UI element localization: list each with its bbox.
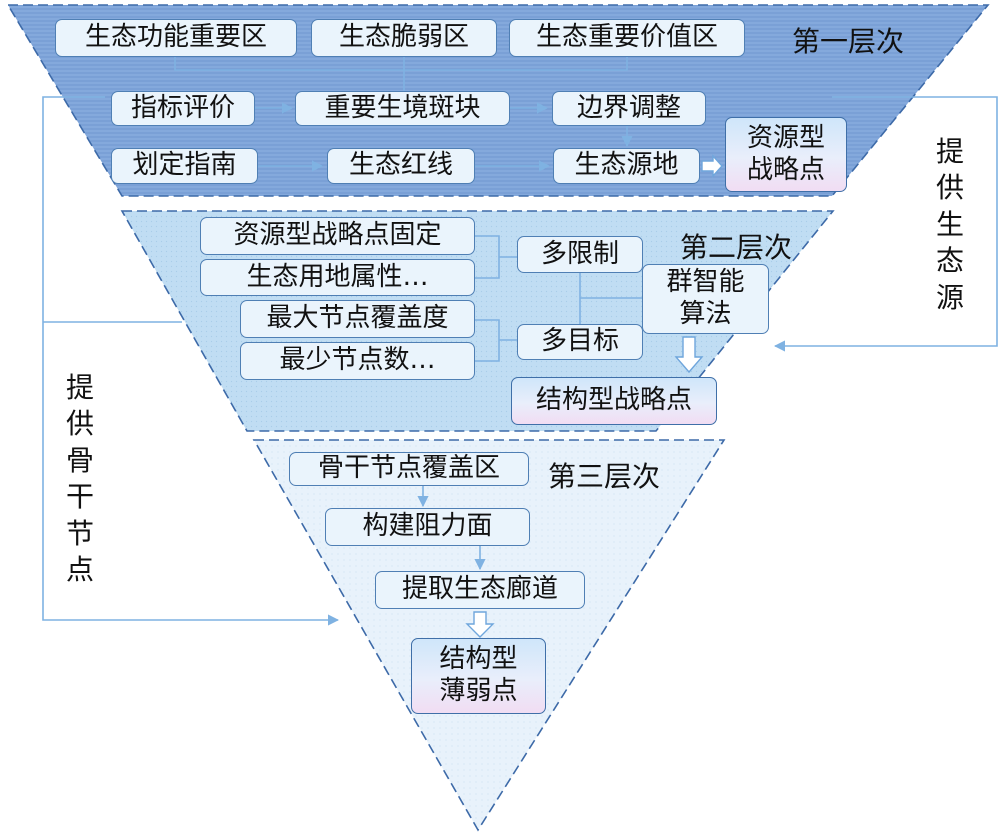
node-fixed-resource-points: 资源型战略点固定 — [200, 217, 475, 255]
node-important-habitat-patch: 重要生境斑块 — [295, 91, 510, 126]
node-ecological-function-zone: 生态功能重要区 — [55, 19, 297, 57]
feedback-backbone-line — [42, 96, 340, 626]
side-label-provide-source: 提供生态源 — [935, 135, 964, 314]
node-multi-constraint: 多限制 — [517, 236, 643, 273]
node-ecological-source: 生态源地 — [553, 148, 700, 184]
node-land-attribute: 生态用地属性… — [200, 259, 475, 296]
layer3-band — [252, 439, 726, 832]
node-boundary-adjustment: 边界调整 — [552, 91, 706, 126]
node-ecological-redline: 生态红线 — [327, 148, 475, 184]
level-title-second: 第二层次 — [680, 231, 793, 264]
node-min-nodes: 最少节点数… — [240, 342, 475, 380]
connector-top-merge — [174, 56, 628, 71]
node-indicator-evaluation: 指标评价 — [111, 91, 255, 126]
arrow-corridor-weak — [465, 611, 495, 638]
node-resource-strategic-point: 资源型 战略点 — [725, 117, 847, 192]
node-swarm-algorithm: 群智能 算法 — [642, 264, 769, 334]
feedback-source-line — [773, 96, 998, 352]
node-resistance-surface: 构建阻力面 — [325, 508, 530, 546]
arrow-source-resource — [701, 154, 723, 178]
node-structural-strategic-point: 结构型战略点 — [511, 377, 717, 425]
node-delineation-guide: 划定指南 — [111, 148, 258, 184]
node-ecological-fragile-zone: 生态脆弱区 — [311, 19, 497, 57]
side-label-provide-backbone: 提供骨干节点 — [65, 371, 94, 586]
node-important-value-zone: 生态重要价值区 — [509, 19, 745, 57]
node-multi-objective: 多目标 — [517, 324, 643, 360]
node-structural-weak-point: 结构型 薄弱点 — [411, 638, 546, 714]
arrow-algorithm-structural — [674, 336, 704, 374]
node-max-coverage: 最大节点覆盖度 — [240, 300, 475, 338]
node-extract-corridor: 提取生态廊道 — [375, 571, 585, 609]
level-title-third: 第三层次 — [548, 460, 661, 493]
node-backbone-coverage: 骨干节点覆盖区 — [289, 452, 529, 486]
level-title-first: 第一层次 — [792, 25, 905, 58]
